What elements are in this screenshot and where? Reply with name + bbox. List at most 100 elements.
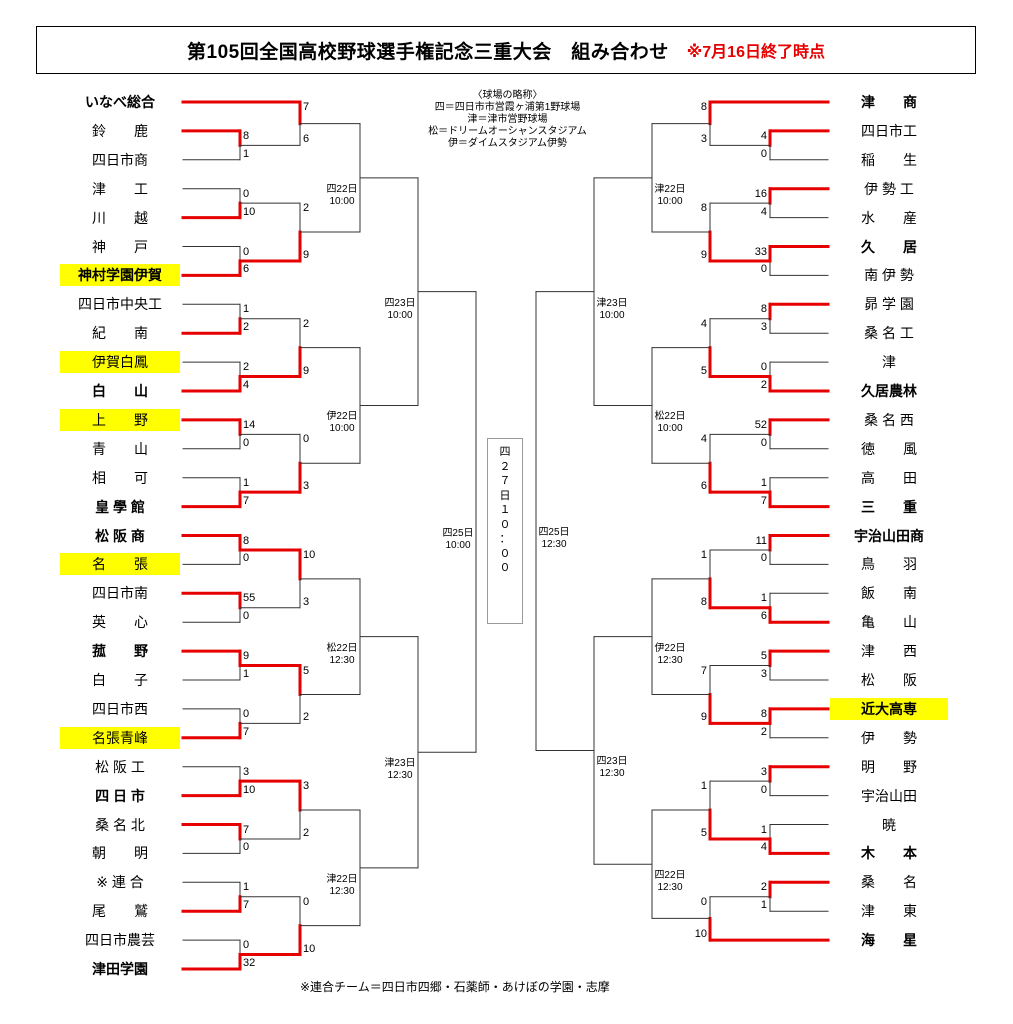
match-score: 2: [760, 725, 767, 738]
match-score: 5: [700, 826, 707, 839]
match-score: 2: [303, 826, 310, 839]
final-char: ０: [499, 547, 511, 560]
team-name: 津田学園: [92, 961, 148, 977]
team-name: 桑 名 工: [864, 325, 914, 342]
team-name: 四日市中央工: [78, 296, 162, 313]
match-score: 0: [760, 783, 767, 796]
match-score: 4: [760, 841, 767, 854]
team-name: 伊 勢: [861, 729, 917, 746]
team-name: 朝 明: [92, 845, 148, 862]
match-score: 9: [700, 711, 707, 724]
match-score: 0: [303, 895, 310, 908]
team-name: 桑 名 北: [95, 816, 145, 833]
match-score: 0: [243, 245, 250, 258]
final-char: 日: [499, 489, 511, 502]
team-name: 桑 名: [861, 874, 917, 891]
team-name: 白 子: [92, 672, 148, 688]
team-name: 神 戸: [92, 238, 148, 255]
match-score: 33: [754, 245, 767, 258]
match-score: 8: [700, 101, 707, 113]
final-char: ：: [499, 533, 511, 545]
match-score: 0: [243, 552, 250, 565]
match-score: 10: [303, 548, 316, 561]
legend-line: 四＝四日市市営霞ヶ浦第1野球場: [434, 102, 581, 113]
team-name: 津 西: [861, 643, 917, 660]
match-score: 1: [243, 668, 250, 680]
match-score: 9: [303, 248, 310, 261]
venue-legend: 〈球場の略称〉 四＝四日市市営霞ヶ浦第1野球場 津＝津市営野球場 松＝ドリームオ…: [405, 90, 610, 150]
match-score: 4: [243, 379, 250, 391]
team-name: 亀 山: [861, 614, 917, 631]
match-score: 0: [243, 436, 250, 449]
match-score: 1: [243, 147, 250, 160]
team-name: 木 本: [861, 845, 917, 862]
match-score: 1: [243, 881, 250, 894]
team-name: 宇治山田: [861, 787, 917, 804]
team-name: 桑 名 西: [864, 411, 914, 428]
team-name: 松 阪 商: [95, 527, 145, 544]
match-score: 7: [243, 823, 250, 836]
team-name: 相 可: [92, 469, 148, 486]
match-score: 4: [700, 433, 707, 446]
match-score: 10: [243, 783, 256, 796]
match-score: 3: [700, 133, 707, 146]
title-box: 第105回全国高校野球選手権記念三重大会 組み合わせ ※7月16日終了時点: [36, 26, 976, 74]
team-name: 英 心: [92, 614, 148, 631]
match-score: 7: [700, 664, 707, 677]
match-score: 0: [243, 841, 250, 854]
match-score: 11: [755, 534, 767, 547]
team-name: 菰 野: [92, 643, 148, 660]
match-score: 4: [760, 129, 767, 142]
match-score: 8: [760, 707, 767, 720]
match-score: 2: [243, 361, 250, 374]
match-score: 14: [243, 418, 256, 431]
team-name: 高 田: [861, 469, 917, 486]
team-name: 伊 勢 工: [864, 180, 914, 197]
team-name: 青 山: [92, 440, 148, 457]
match-score: 3: [303, 480, 310, 493]
match-score: 3: [243, 765, 250, 778]
match-score: 0: [760, 552, 767, 565]
match-score: 10: [694, 928, 707, 941]
match-score: 3: [760, 765, 767, 778]
match-score: 3: [760, 321, 767, 334]
match-score: 0: [760, 263, 767, 276]
team-name: 津 工: [92, 180, 148, 197]
match-score: 1: [243, 303, 250, 316]
final-char: 四: [499, 446, 511, 458]
team-name: 四日市農芸: [85, 932, 155, 949]
team-name: 四日市工: [861, 122, 917, 139]
match-score: 5: [303, 664, 310, 677]
match-score: 8: [700, 202, 707, 215]
match-score: 7: [243, 494, 250, 507]
team-name: 名 張: [60, 553, 180, 576]
match-score: 1: [760, 476, 767, 489]
match-score: 1: [760, 592, 767, 605]
match-score: 1: [700, 780, 707, 793]
legend-line: 〈球場の略称〉: [472, 90, 543, 101]
team-name: 神村学園伊賀: [60, 264, 180, 287]
final-char: ２: [499, 460, 511, 473]
team-name: 暁: [882, 816, 896, 833]
match-score: 52: [754, 418, 767, 431]
match-score: 6: [243, 263, 250, 276]
match-score: 9: [243, 650, 250, 663]
match-score: 0: [243, 610, 250, 623]
match-score: 1: [243, 476, 250, 489]
match-score: 0: [243, 707, 250, 720]
match-score: 8: [243, 534, 250, 547]
team-name: 鳥 羽: [861, 556, 917, 573]
match-score: 8: [243, 129, 250, 142]
match-score: 0: [760, 436, 767, 449]
team-name: 昴 学 園: [864, 296, 914, 313]
